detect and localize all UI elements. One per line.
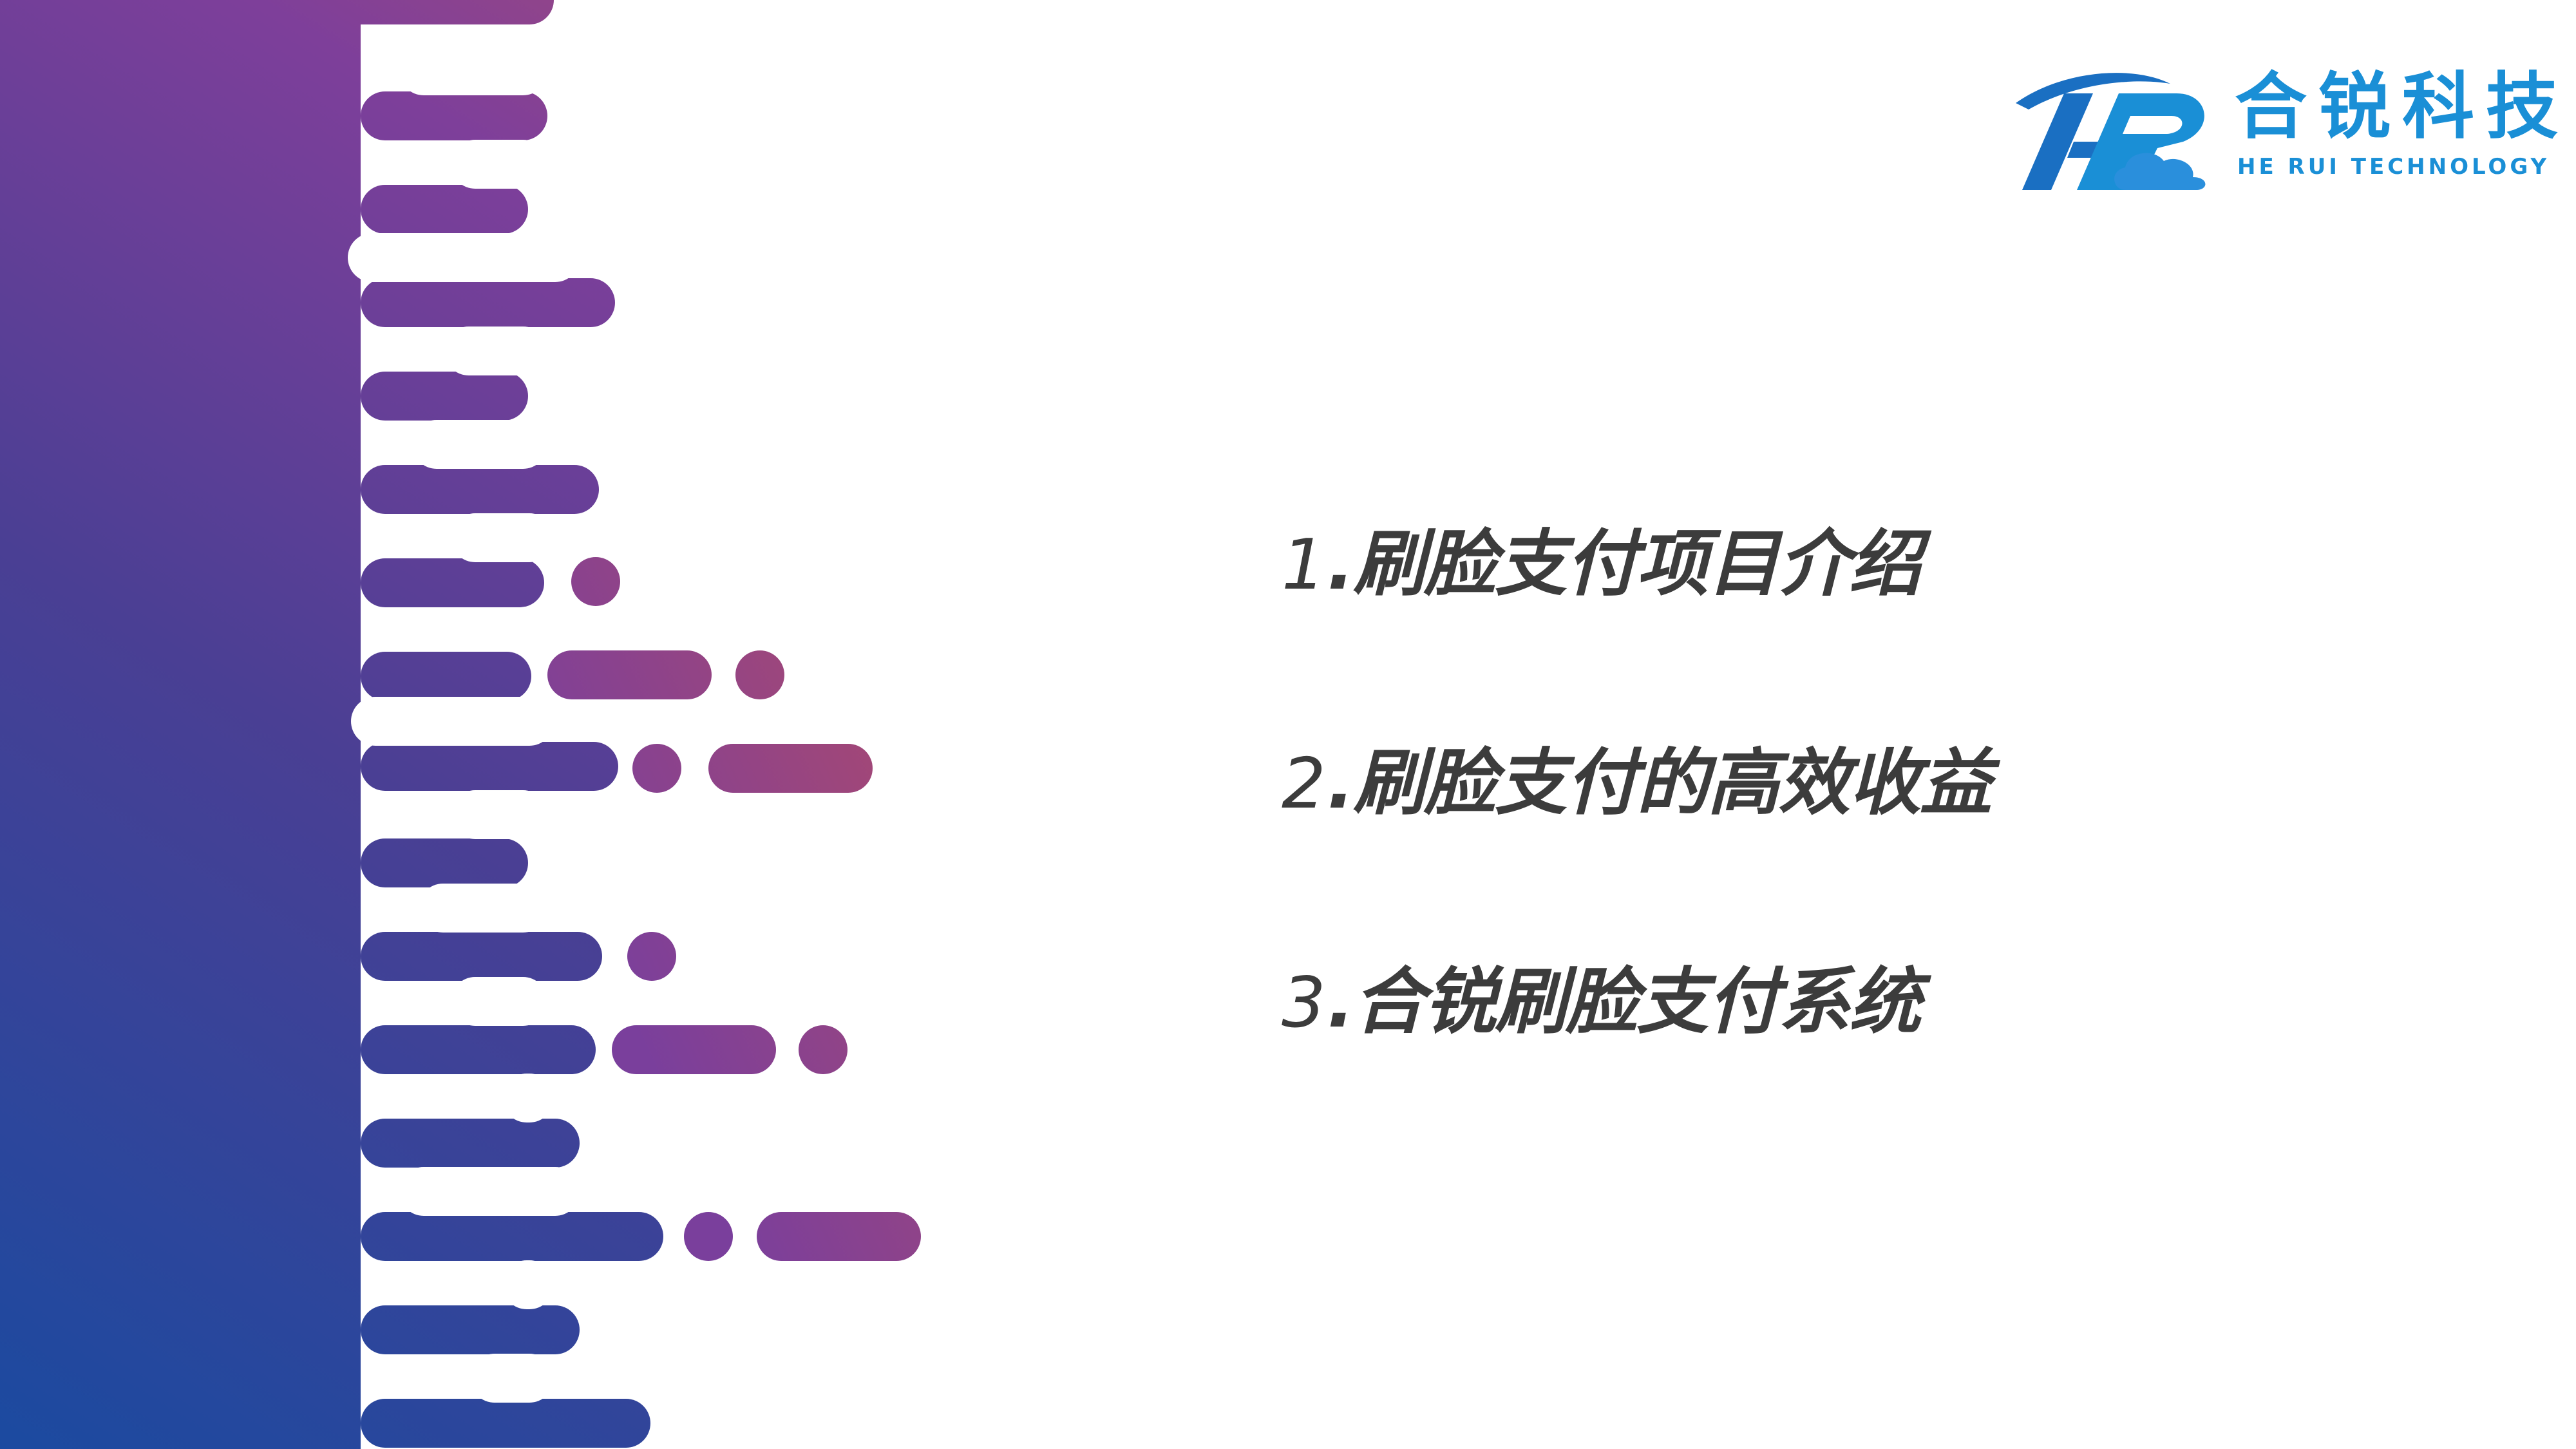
decor-notch <box>451 140 547 189</box>
decor-bar <box>361 372 528 421</box>
decor-notch <box>502 1074 554 1122</box>
agenda-item-label: .合锐刷脸支付系统 <box>1327 960 1922 1044</box>
decor-bar <box>361 652 531 701</box>
decor-dot <box>632 744 681 793</box>
decor-notch <box>451 977 547 1026</box>
agenda-item-label: .刷脸支付的高效收益 <box>1327 741 1993 825</box>
decor-bar <box>0 0 554 24</box>
decor-dot <box>571 557 620 606</box>
decor-notch <box>399 1167 580 1216</box>
decor-notch <box>502 1260 554 1309</box>
decor-bar <box>361 465 599 514</box>
decor-bar <box>361 278 615 327</box>
decor-notch <box>351 697 554 746</box>
decor-bar <box>361 1399 650 1448</box>
decor-pill <box>612 1025 776 1074</box>
decor-dot <box>799 1025 848 1074</box>
decor-notch <box>451 790 547 839</box>
decor-notch <box>412 420 547 469</box>
decor-notch <box>451 513 554 562</box>
decor-dot <box>735 650 784 699</box>
agenda-item-number: 2 <box>1282 744 1327 824</box>
agenda-item-2: 2.刷脸支付的高效收益 <box>1282 747 1992 819</box>
agenda-item-1: 1.刷脸支付项目介绍 <box>1282 528 1921 600</box>
decor-bar <box>361 558 544 607</box>
decor-notch <box>419 884 547 933</box>
decor-dot <box>627 932 676 981</box>
decor-bar <box>361 1025 596 1074</box>
decor-bar <box>361 1119 580 1168</box>
company-logo: 合锐科技 HE RUI TECHNOLOGY <box>2003 58 2558 200</box>
decor-notch <box>399 46 547 95</box>
decor-bar <box>361 1212 663 1261</box>
decor-notch <box>348 233 580 282</box>
decor-bar <box>361 91 547 140</box>
decorative-gradient-bars <box>0 0 921 1449</box>
logo-chinese-name: 合锐科技 <box>2235 65 2570 149</box>
agenda-item-number: 1 <box>1282 525 1327 605</box>
decor-notch <box>502 607 551 656</box>
decor-bar <box>361 1305 580 1354</box>
agenda-item-3: 3.合锐刷脸支付系统 <box>1282 966 1921 1038</box>
logo-english-name: HE RUI TECHNOLOGY <box>2237 154 2550 180</box>
decor-bar <box>361 838 528 887</box>
decor-pill <box>547 650 712 699</box>
decor-pill <box>708 744 873 793</box>
decor-bar <box>361 742 618 791</box>
decor-notch <box>470 1354 554 1403</box>
hr-swoosh-cloud-logo-icon <box>2016 73 2206 190</box>
decor-dot <box>684 1212 733 1261</box>
decor-notch <box>444 327 547 375</box>
decor-pill <box>757 1212 921 1261</box>
agenda-item-label: .刷脸支付项目介绍 <box>1327 522 1922 606</box>
decor-bar <box>361 932 602 981</box>
decor-bar <box>361 185 528 234</box>
agenda-item-number: 3 <box>1282 963 1327 1043</box>
